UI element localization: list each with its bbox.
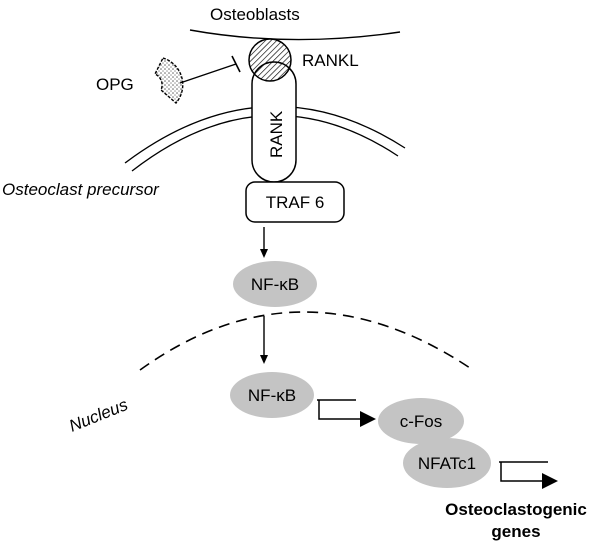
nucleus-label: Nucleus bbox=[66, 395, 131, 436]
rankl-label: RANKL bbox=[302, 51, 359, 70]
rankl-ligand bbox=[248, 38, 292, 82]
transcription-arrow-cfos bbox=[317, 399, 362, 420]
genes-label-line1: Osteoclastogenic bbox=[445, 500, 587, 519]
nfatc1-label: NFATc1 bbox=[418, 454, 476, 473]
osteoblasts-label: Osteoblasts bbox=[210, 5, 300, 24]
opg-inhibition-bar bbox=[231, 55, 241, 73]
nfkb-nucleus-node bbox=[230, 372, 314, 418]
nfkb-nucleus-label: NF-κB bbox=[248, 386, 296, 405]
transcription-arrow-genes bbox=[499, 461, 548, 482]
rank-label: RANK bbox=[267, 110, 286, 158]
traf6-label: TRAF 6 bbox=[266, 193, 325, 212]
nfkb-cytoplasm-label: NF-κB bbox=[251, 275, 299, 294]
transcription-arrowhead-genes bbox=[542, 473, 558, 489]
nfkb-cytoplasm-node bbox=[233, 261, 317, 307]
osteoblast-membrane bbox=[189, 29, 401, 41]
osteoclast-precursor-label: Osteoclast precursor bbox=[2, 180, 160, 199]
cfos-label: c-Fos bbox=[400, 412, 443, 431]
nfatc1-node bbox=[403, 438, 491, 488]
traf6-box bbox=[245, 181, 345, 223]
opg-label: OPG bbox=[96, 75, 134, 94]
nuclear-membrane bbox=[139, 311, 471, 371]
genes-label-line2: genes bbox=[491, 522, 540, 541]
transcription-arrowhead-cfos bbox=[360, 411, 376, 427]
opg-inhibition-line bbox=[179, 63, 237, 84]
opg-shape bbox=[154, 57, 184, 104]
cfos-node bbox=[378, 398, 464, 444]
